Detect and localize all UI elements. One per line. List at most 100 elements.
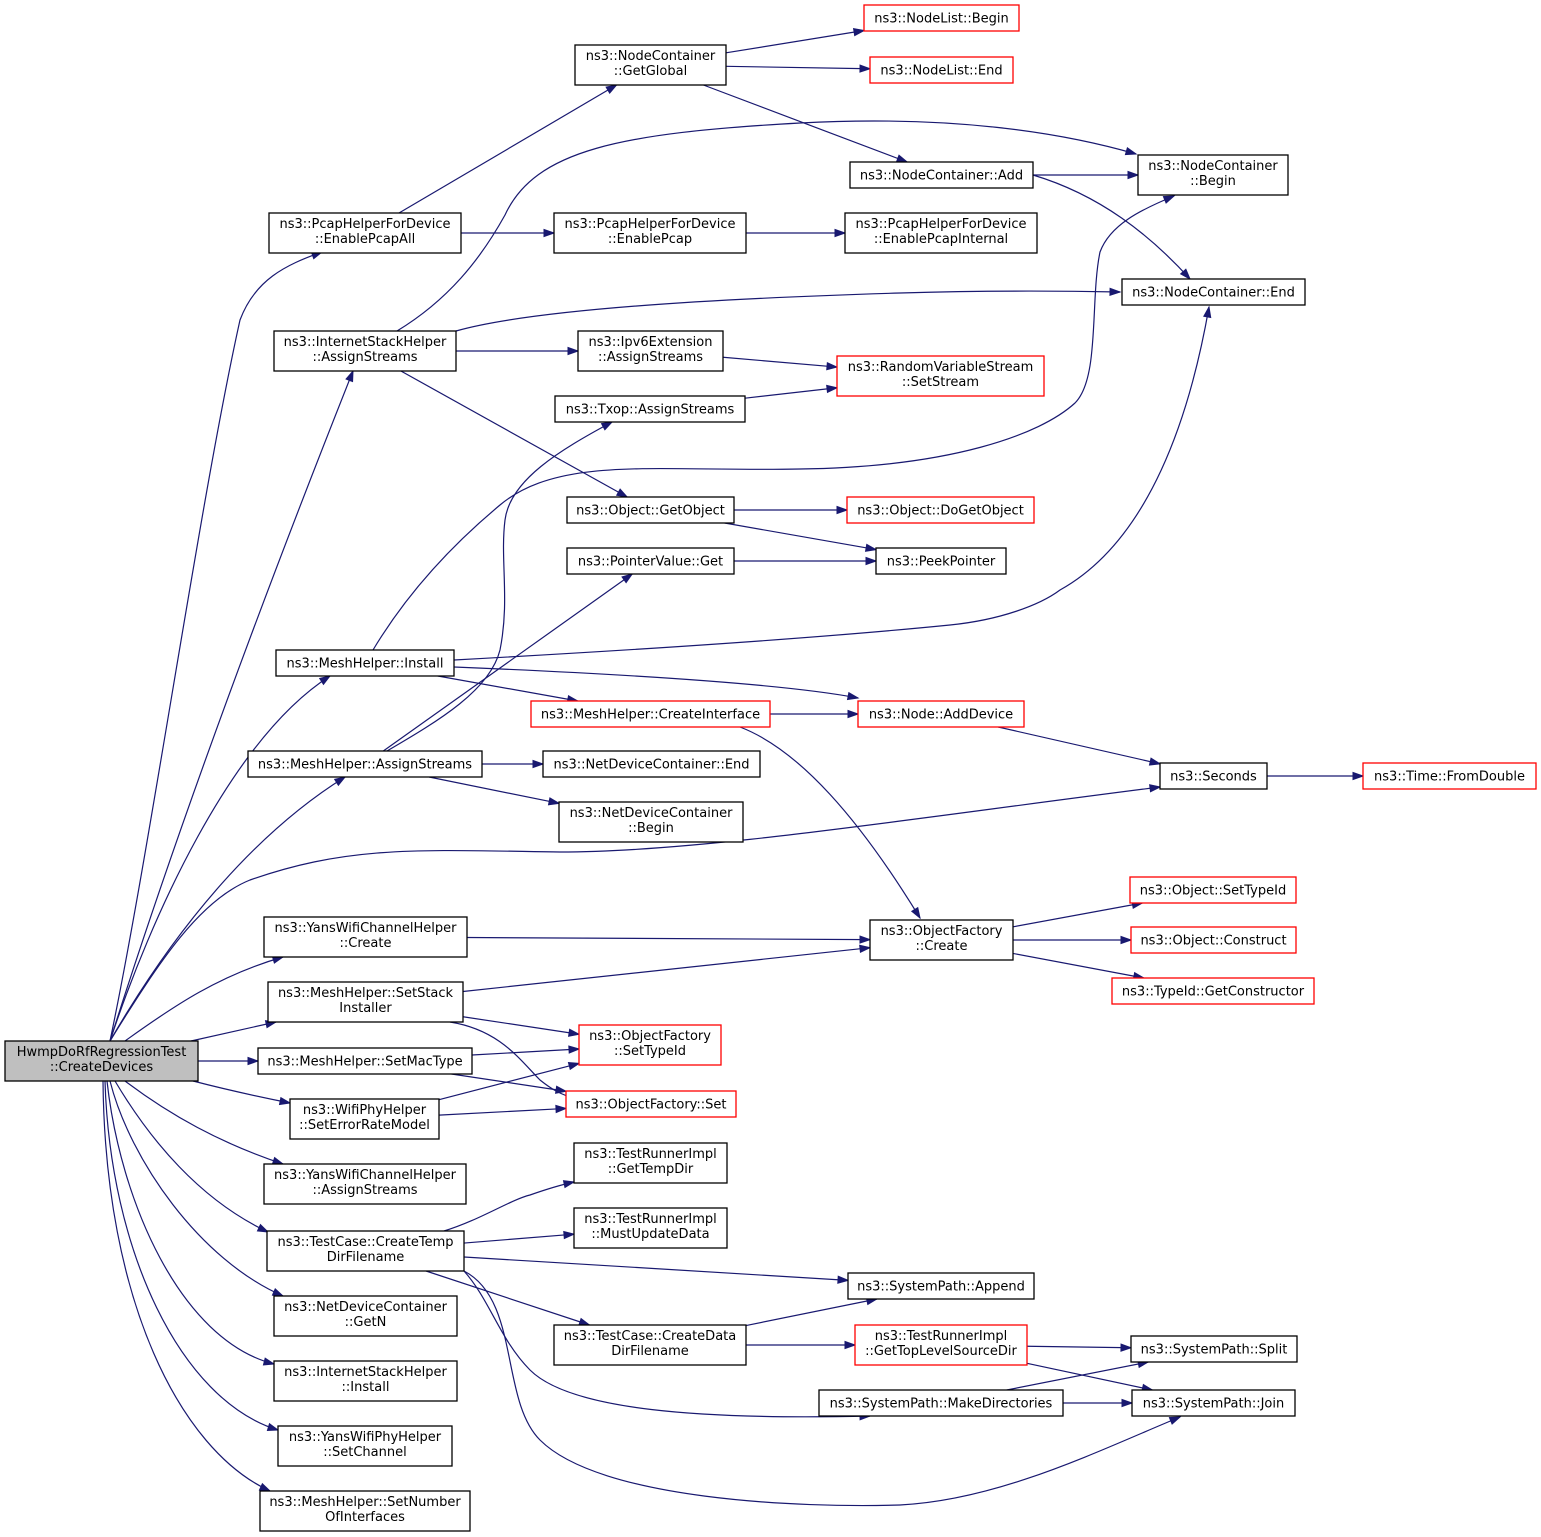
edge-nodeContainerGetGlobal-to-nodeContainerAdd (703, 84, 909, 163)
node-box (1131, 1389, 1296, 1417)
node-ndcGetN[interactable]: ns3::NetDeviceContainer::GetN (273, 1295, 458, 1337)
node-systemPathJoin[interactable]: ns3::SystemPath::Join (1131, 1389, 1296, 1417)
node-peekPointer[interactable]: ns3::PeekPointer (875, 547, 1007, 575)
arrowhead-icon (1168, 1416, 1182, 1425)
node-label: ns3::InternetStackHelper (284, 335, 447, 350)
edge-line (744, 387, 838, 399)
edge-line (1032, 174, 1191, 280)
node-box (566, 496, 735, 524)
node-internetInstall[interactable]: ns3::InternetStackHelper::Install (273, 1360, 458, 1402)
arrowhead-icon (1120, 935, 1133, 945)
node-ndcBegin[interactable]: ns3::NetDeviceContainer::Begin (558, 801, 744, 843)
arrowhead-icon (568, 1045, 581, 1054)
node-nodeContainerGetGlobal[interactable]: ns3::NodeContainer::GetGlobal (574, 44, 727, 86)
edge-line (109, 251, 323, 1042)
node-yansChannelAssignStreams[interactable]: ns3::YansWifiChannelHelper::AssignStream… (263, 1163, 467, 1205)
node-meshSetMacType[interactable]: ns3::MeshHelper::SetMacType (257, 1047, 473, 1075)
node-label: ns3::Seconds (1170, 770, 1257, 785)
node-ndcEnd[interactable]: ns3::NetDeviceContainer::End (542, 750, 761, 778)
arrowhead-icon (554, 1085, 568, 1094)
node-meshAssignStreams[interactable]: ns3::MeshHelper::AssignStreams (247, 750, 483, 778)
node-label: ns3::NetDeviceContainer (284, 1300, 448, 1315)
edge-line (190, 1021, 277, 1042)
arrowhead-icon (333, 776, 347, 787)
node-label: ns3::PcapHelperForDevice (856, 217, 1027, 232)
node-timeFromDouble[interactable]: ns3::Time::FromDouble (1362, 762, 1537, 790)
edge-meshInstall-to-nodeAddDevice (453, 666, 860, 701)
node-label: HwmpDoRfRegressionTest (17, 1045, 187, 1060)
node-box (1130, 1335, 1298, 1363)
node-wifiPhySetErrorRateModel[interactable]: ns3::WifiPhyHelper::SetErrorRateModel (289, 1098, 440, 1140)
arrowhead-icon (895, 154, 909, 163)
node-nodeContainerEnd[interactable]: ns3::NodeContainer::End (1121, 278, 1306, 306)
node-box (266, 1230, 465, 1272)
node-testRunnerGetTopLevelSourceDir[interactable]: ns3::TestRunnerImpl::GetTopLevelSourceDi… (854, 1324, 1028, 1366)
node-box (1121, 278, 1306, 306)
node-label: ns3::ObjectFactory (881, 924, 1003, 939)
node-enablePcapAll[interactable]: ns3::PcapHelperForDevice::EnablePcapAll (268, 212, 462, 254)
edge-line (109, 370, 354, 1042)
node-meshInstall[interactable]: ns3::MeshHelper::Install (275, 649, 455, 677)
node-label: ns3::RandomVariableStream (848, 360, 1034, 375)
edge-line (1012, 902, 1143, 928)
node-nodeListBegin[interactable]: ns3::NodeList::Begin (863, 4, 1020, 32)
node-enablePcap[interactable]: ns3::PcapHelperForDevice::EnablePcap (553, 212, 747, 254)
node-label: ::EnablePcap (608, 232, 692, 247)
node-objectFactoryCreate[interactable]: ns3::ObjectFactory::Create (869, 919, 1014, 961)
node-seconds[interactable]: ns3::Seconds (1159, 762, 1268, 790)
node-rvsSetStream[interactable]: ns3::RandomVariableStream::SetStream (836, 355, 1045, 397)
node-objectSetTypeId[interactable]: ns3::Object::SetTypeId (1129, 876, 1297, 904)
node-testRunnerMustUpdateData[interactable]: ns3::TestRunnerImpl::MustUpdateData (573, 1207, 728, 1249)
node-box (542, 750, 761, 778)
edge-line (109, 1080, 284, 1297)
arrowhead-icon (852, 28, 866, 37)
node-meshCreateInterface[interactable]: ns3::MeshHelper::CreateInterface (530, 700, 771, 728)
node-nodeContainerBegin[interactable]: ns3::NodeContainer::Begin (1137, 154, 1289, 196)
node-ipv6AssignStreams[interactable]: ns3::Ipv6Extension::AssignStreams (577, 330, 724, 372)
node-root[interactable]: HwmpDoRfRegressionTest::CreateDevices (4, 1040, 199, 1082)
node-label: ::Begin (628, 821, 674, 836)
edge-line (400, 370, 628, 498)
node-nodeContainerAdd[interactable]: ns3::NodeContainer::Add (849, 161, 1034, 189)
node-nodeListEnd[interactable]: ns3::NodeList::End (869, 56, 1014, 84)
edge-internetAssignStreams-to-objectGetObject (400, 370, 629, 498)
edge-line (396, 120, 1137, 332)
edge-root-to-testCaseCreateTempDirFilename (114, 1080, 270, 1233)
node-testRunnerGetTempDir[interactable]: ns3::TestRunnerImpl::GetTempDir (573, 1142, 728, 1184)
node-pointerValueGet[interactable]: ns3::PointerValue::Get (566, 547, 735, 575)
node-objectConstruct[interactable]: ns3::Object::Construct (1130, 926, 1297, 954)
edge-line (471, 1048, 580, 1056)
node-label: ns3::ObjectFactory (589, 1029, 711, 1044)
arrowhead-icon (847, 709, 860, 719)
node-objectDoGetObject[interactable]: ns3::Object::DoGetObject (846, 496, 1035, 524)
node-typeIdGetConstructor[interactable]: ns3::TypeId::GetConstructor (1111, 977, 1315, 1005)
node-yansChannelCreate[interactable]: ns3::YansWifiChannelHelper::Create (263, 916, 468, 958)
edge-root-to-yansPhySetChannel (104, 1080, 280, 1431)
node-label: ::AssignStreams (598, 350, 703, 365)
edge-testCaseCreateDataDirFilename-to-systemPathAppend (745, 1296, 879, 1327)
node-objectGetObject[interactable]: ns3::Object::GetObject (566, 496, 735, 524)
arrowhead-icon (826, 361, 839, 371)
arrowhead-icon (1203, 305, 1212, 319)
node-box (259, 1490, 471, 1532)
node-systemPathAppend[interactable]: ns3::SystemPath::Append (847, 1272, 1035, 1300)
arrowhead-icon (621, 573, 634, 584)
node-internetAssignStreams[interactable]: ns3::InternetStackHelper::AssignStreams (273, 330, 457, 372)
arrowhead-icon (532, 759, 545, 769)
edge-wifiPhySetErrorRateModel-to-ofSetTypeId (438, 1061, 581, 1101)
node-label: ::SetStream (902, 375, 979, 390)
node-systemPathMakeDirectories[interactable]: ns3::SystemPath::MakeDirectories (818, 1389, 1064, 1417)
node-nodeAddDevice[interactable]: ns3::Node::AddDevice (857, 700, 1025, 728)
node-ofSetTypeId[interactable]: ns3::ObjectFactory::SetTypeId (578, 1024, 722, 1066)
node-ofSet[interactable]: ns3::ObjectFactory::Set (565, 1090, 737, 1118)
node-txopAssignStreams[interactable]: ns3::Txop::AssignStreams (554, 395, 746, 423)
node-box (849, 161, 1034, 189)
node-enablePcapInternal[interactable]: ns3::PcapHelperForDevice::EnablePcapInte… (844, 212, 1038, 254)
node-yansPhySetChannel[interactable]: ns3::YansWifiPhyHelper::SetChannel (277, 1425, 453, 1467)
node-systemPathSplit[interactable]: ns3::SystemPath::Split (1130, 1335, 1298, 1363)
arrowhead-icon (910, 906, 921, 920)
